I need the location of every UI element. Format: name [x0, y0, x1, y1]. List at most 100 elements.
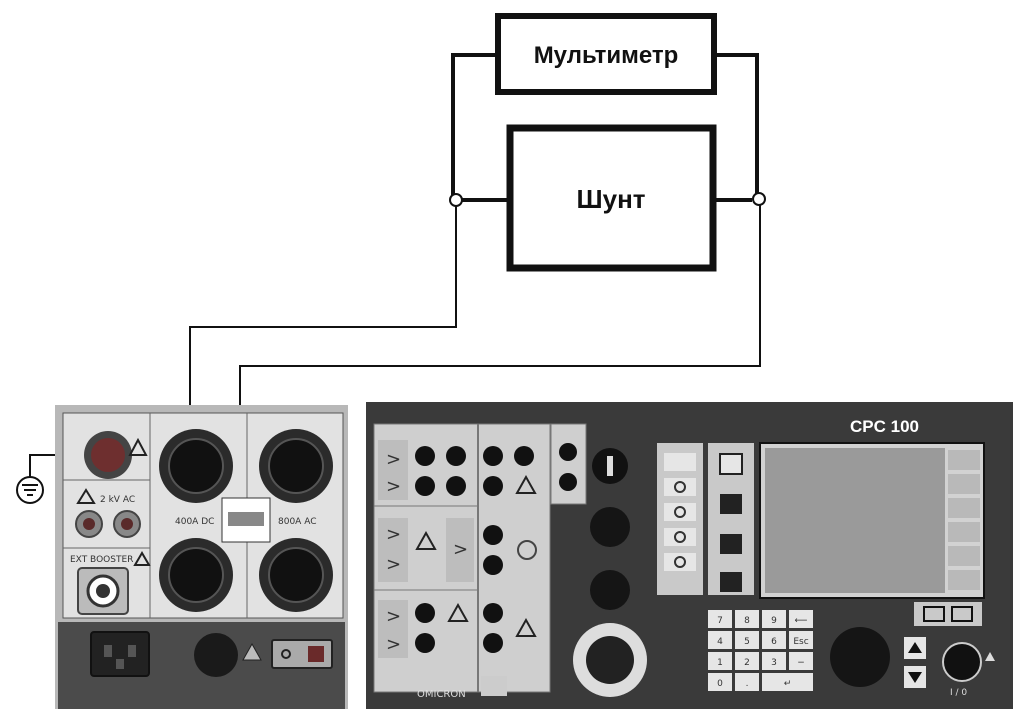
keypad-key-label: 0	[717, 679, 723, 689]
svg-text:>: >	[453, 539, 468, 560]
warning-icon	[128, 437, 148, 456]
svg-text:>: >	[386, 606, 401, 627]
keypad-key[interactable]	[789, 610, 813, 628]
softkey[interactable]	[948, 498, 980, 518]
left-terminal	[449, 193, 463, 207]
warning-icon	[447, 602, 469, 622]
svg-text:>: >	[386, 524, 401, 545]
hv-output-label: 2 kV AC	[100, 495, 135, 505]
warning-icon	[415, 530, 437, 550]
function-key[interactable]	[664, 453, 696, 471]
indicator-lamp	[590, 570, 630, 610]
keypad-key[interactable]	[789, 631, 813, 649]
handwheel[interactable]	[830, 627, 890, 687]
ext-booster-label: EXT BOOSTER	[70, 555, 133, 565]
svg-text:>: >	[386, 476, 401, 497]
keypad-key[interactable]	[708, 673, 732, 691]
warning-icon	[985, 652, 995, 661]
module-socket[interactable]	[483, 555, 503, 575]
keypad-key-label: .	[746, 679, 749, 689]
function-key[interactable]	[664, 528, 696, 546]
softkey[interactable]	[948, 522, 980, 542]
wiring	[451, 53, 759, 202]
dc-output-label: 400A DC	[175, 517, 214, 527]
softkey[interactable]	[948, 570, 980, 590]
softkey[interactable]	[948, 450, 980, 470]
menu-key[interactable]	[720, 494, 742, 514]
module-socket[interactable]	[483, 633, 503, 653]
module-socket[interactable]	[415, 633, 435, 653]
function-key[interactable]	[664, 553, 696, 571]
menu-key[interactable]	[720, 572, 742, 592]
keypad-key-label: 8	[744, 616, 750, 626]
module-socket[interactable]	[559, 443, 577, 461]
keypad-key-label: ↵	[784, 679, 792, 689]
svg-text:>: >	[386, 554, 401, 575]
warning-icon	[515, 474, 537, 494]
shunt-box	[506, 124, 717, 272]
function-key[interactable]	[664, 503, 696, 521]
module-socket[interactable]	[483, 603, 503, 623]
keypad-key-label: 5	[744, 637, 750, 647]
keypad-key[interactable]	[762, 673, 813, 691]
softkey[interactable]	[948, 546, 980, 566]
keypad-key-label: Esc	[793, 637, 808, 647]
module-socket[interactable]	[514, 446, 534, 466]
keypad-key-label: 1	[717, 658, 723, 668]
function-key[interactable]	[664, 478, 696, 496]
svg-text:>: >	[386, 449, 401, 470]
keypad-key[interactable]	[735, 652, 759, 670]
indicator-lamp	[590, 507, 630, 547]
keypad-key-label: 7	[717, 616, 723, 626]
keypad-key[interactable]	[708, 631, 732, 649]
multimeter-label: Мультиметр	[534, 42, 679, 69]
ac-output-label: 800A AC	[278, 517, 316, 527]
power-label: I / 0	[950, 688, 967, 698]
keypad-key[interactable]	[735, 673, 759, 691]
keypad-key-label: 6	[771, 637, 777, 647]
module-socket[interactable]	[446, 476, 466, 496]
power-button[interactable]	[942, 642, 982, 682]
module-socket[interactable]	[415, 446, 435, 466]
keypad-key-label: −	[797, 658, 805, 668]
keypad-key-label: 3	[771, 658, 777, 668]
keypad-key[interactable]	[762, 631, 786, 649]
module-socket[interactable]	[559, 473, 577, 491]
brand-logo: OMICRON	[417, 689, 466, 700]
cpc100-front-panel: CPC 100 > > > > > > >	[366, 402, 1013, 709]
svg-text:>: >	[386, 634, 401, 655]
keypad-key[interactable]	[789, 652, 813, 670]
warning-icon	[133, 551, 151, 566]
keypad-key-label: 9	[771, 616, 777, 626]
multimeter-box	[495, 13, 717, 95]
keypad-key[interactable]	[708, 652, 732, 670]
menu-key[interactable]	[719, 453, 743, 475]
keypad-key[interactable]	[735, 631, 759, 649]
warning-icon	[76, 488, 96, 504]
module-socket[interactable]	[415, 603, 435, 623]
brand-mark	[481, 676, 507, 696]
keypad-key[interactable]	[735, 610, 759, 628]
module-socket[interactable]	[483, 525, 503, 545]
menu-key[interactable]	[720, 534, 742, 554]
module-socket[interactable]	[446, 446, 466, 466]
warning-icon	[515, 617, 537, 637]
softkey[interactable]	[948, 474, 980, 494]
keypad-key[interactable]	[708, 610, 732, 628]
right-terminal	[752, 192, 766, 206]
left-output-panel: 2 kV AC EXT BOOSTER 400A DC 800A AC	[55, 405, 348, 709]
module-socket[interactable]	[483, 476, 503, 496]
module-socket[interactable]	[415, 476, 435, 496]
fuse-holder[interactable]	[194, 633, 238, 677]
shunt-label: Шунт	[576, 184, 645, 214]
keypad-key[interactable]	[762, 610, 786, 628]
device-model: CPC 100	[850, 417, 919, 436]
keypad-key-label: 2	[744, 658, 750, 668]
keypad-key[interactable]	[762, 652, 786, 670]
keypad-key-label: 4	[717, 637, 723, 647]
globe-icon	[517, 540, 537, 560]
module-socket[interactable]	[483, 446, 503, 466]
mains-inlet[interactable]	[90, 631, 150, 677]
